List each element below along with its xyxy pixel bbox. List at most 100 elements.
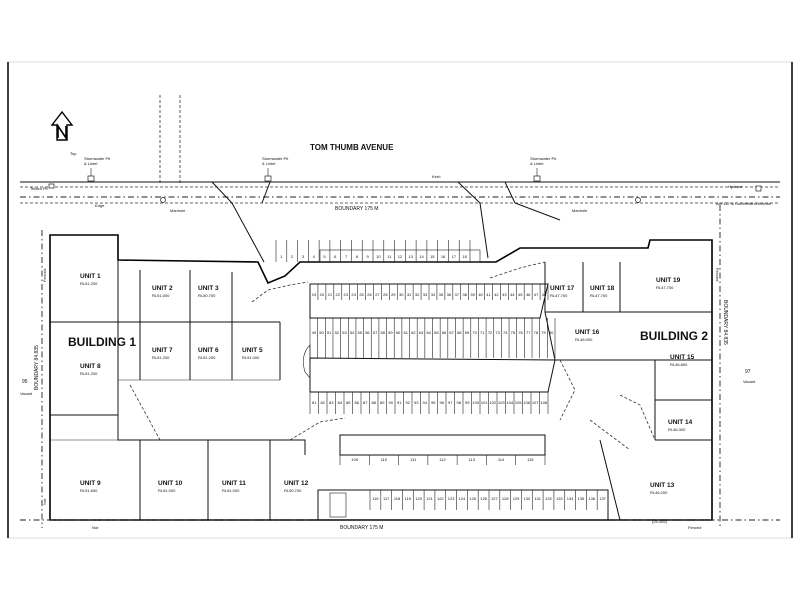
hydrant-icon — [755, 185, 762, 192]
parking-bay-number: 132 — [545, 496, 552, 501]
neighbour-right-number: 97 — [745, 369, 751, 375]
unit-label: UNIT 18 — [590, 285, 615, 292]
fenced-bottom-label: Fenced — [688, 525, 701, 530]
parking-bay-number: 71 — [480, 330, 485, 335]
parking-bay-number: 54 — [350, 330, 355, 335]
parking-bay-number: 124 — [459, 496, 466, 501]
parking-bay-number: 75 — [511, 330, 516, 335]
parking-bay-number: 84 — [338, 400, 343, 405]
unit-rl-label: RL51.200 — [152, 355, 170, 360]
parking-bay-number: 55 — [358, 330, 363, 335]
parking-bay-number: 118 — [394, 496, 401, 501]
parking-bay-number: 63 — [419, 330, 424, 335]
parking-bay-number: 33 — [423, 292, 428, 297]
parking-bay-number: 8 — [356, 254, 359, 259]
parking-bay-number: 41 — [486, 292, 491, 297]
parking-bay-number: 51 — [327, 330, 332, 335]
parking-bay-number: 95 — [431, 400, 436, 405]
street-name: TOM THUMB AVENUE — [310, 143, 394, 152]
unit-label: UNIT 16 — [575, 329, 600, 336]
scan-frame — [7, 61, 793, 539]
right-note: Abt 112 to Cumberland Avenue — [716, 201, 772, 206]
unit-label: UNIT 13 — [650, 482, 675, 489]
parking-bay-number: 57 — [373, 330, 378, 335]
unit-rl-label: RL47.700 — [656, 285, 674, 290]
parking-bay-number: 80 — [549, 330, 554, 335]
parking-bay-number: 127 — [491, 496, 498, 501]
parking-bay-number: 103 — [498, 400, 505, 405]
parking-bay-number: 24 — [351, 292, 356, 297]
bin-enclosure — [329, 492, 347, 518]
stormwater-pit-1: Stormwater Pit & Lintel — [84, 156, 111, 182]
parking-bay-number: 94 — [423, 400, 428, 405]
unit-rl-label: RL51.200 — [198, 355, 216, 360]
parking-bay-number: 6 — [334, 254, 337, 259]
parking-bay-number: 60 — [396, 330, 401, 335]
manhole-icon-1 — [160, 197, 166, 203]
parking-bay-number: 64 — [426, 330, 431, 335]
parking-bay-number: 76 — [518, 330, 523, 335]
parking-bay-number: 68 — [457, 330, 462, 335]
parking-bay-number: 61 — [403, 330, 408, 335]
parking-bay-number: 96 — [440, 400, 445, 405]
parking-bay-number: 122 — [437, 496, 444, 501]
parking-bay-number: 42 — [494, 292, 499, 297]
parking-bay-number: 10 — [376, 254, 381, 259]
parking-bay-number: 108 — [540, 400, 547, 405]
unit-rl-label: RL51.200 — [80, 281, 98, 286]
unit-label: UNIT 10 — [158, 480, 183, 487]
parking-bay-number: 1 — [280, 254, 283, 259]
parking-bay-number: 48 — [542, 292, 547, 297]
site-boundary — [49, 234, 713, 521]
parking-bay-number: 5 — [323, 254, 326, 259]
parking-bay-number: 129 — [513, 496, 520, 501]
unit-label: UNIT 14 — [668, 419, 693, 426]
svg-text:& Lintel: & Lintel — [262, 161, 275, 166]
parking-bay-number: 43 — [502, 292, 507, 297]
building-1-walls — [50, 260, 306, 520]
parking-bay-number: 62 — [411, 330, 416, 335]
unit-rl-label: RL51.000 — [152, 293, 170, 298]
parking-bay-number: 79 — [541, 330, 546, 335]
parking-bay-number: 56 — [365, 330, 370, 335]
parking-bay-number: 121 — [426, 496, 433, 501]
fenced-right-label: Fenced — [715, 268, 720, 281]
parking-bay-number: 15 — [430, 254, 435, 259]
parking-bay-number: 120 — [415, 496, 422, 501]
parking-bay-number: 133 — [556, 496, 563, 501]
unit-label: UNIT 15 — [670, 354, 695, 361]
boundary-top-label: BOUNDARY 175 M — [335, 206, 378, 212]
hydrant-label: Hydrant — [728, 184, 743, 189]
parking-bay-number: 88 — [372, 400, 377, 405]
parking-bay-number: 9 — [366, 254, 369, 259]
unit-rl-label: RL46.200 — [650, 490, 668, 495]
parking-bay-number: 7 — [345, 254, 348, 259]
parking-bay-number: 107 — [532, 400, 539, 405]
parking-bay-number: 11 — [387, 254, 392, 259]
parking-bay-number: 92 — [406, 400, 411, 405]
parking-bay-number: 119 — [405, 496, 412, 501]
parking-bay-number: 18 — [462, 254, 467, 259]
parking-bay-number: 44 — [510, 292, 515, 297]
unit-label: UNIT 2 — [152, 285, 173, 292]
parking-bay-number: 2 — [291, 254, 294, 259]
parking-bay-number: 137 — [599, 496, 606, 501]
parking-bay-number: 31 — [407, 292, 412, 297]
unit-label: UNIT 1 — [80, 273, 101, 280]
building-2-label: BUILDING 2 — [640, 329, 708, 343]
parking-bay-number: 83 — [329, 400, 334, 405]
parking-bay-number: 65 — [434, 330, 439, 335]
parking-bay-number: 86 — [355, 400, 360, 405]
parking-bay-number: 87 — [363, 400, 368, 405]
unit-rl-label: RL51.000 — [158, 488, 176, 493]
parking-bay-number: 115 — [527, 457, 534, 462]
parking-bay-number: 32 — [415, 292, 420, 297]
parking-bay-number: 12 — [398, 254, 403, 259]
parking-bay-number: 74 — [503, 330, 508, 335]
parking-bay-number: 135 — [578, 496, 585, 501]
parking-bay-number: 101 — [481, 400, 488, 405]
neighbour-left-status: Vacant — [20, 391, 33, 396]
parking-bay-number: 36 — [447, 292, 452, 297]
